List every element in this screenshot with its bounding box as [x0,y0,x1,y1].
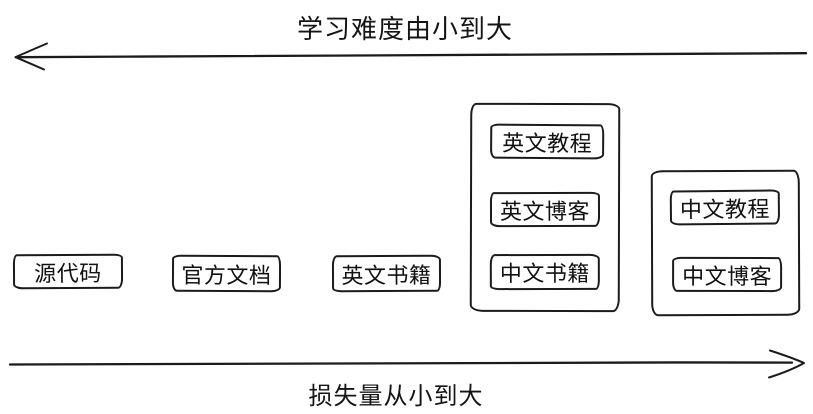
group-box-english-sources: 英文教程 英文博客 中文书籍 [469,102,621,313]
loss-arrow [8,349,805,379]
difficulty-arrow-line [14,52,808,59]
box-source-code-label: 源代码 [34,260,102,286]
box-source-code: 源代码 [12,253,124,290]
difficulty-arrowhead-icon [14,42,48,71]
box-english-blog-label: 英文博客 [499,198,591,224]
box-english-tutorial-label: 英文教程 [502,130,593,156]
box-official-docs-label: 官方文档 [181,262,272,288]
box-english-books: 英文书籍 [331,254,442,293]
loss-arrow-line [8,361,794,366]
loss-arrowhead-icon [768,349,805,379]
box-english-tutorial: 英文教程 [490,123,605,160]
box-chinese-blog: 中文博客 [672,256,783,293]
box-english-books-label: 英文书籍 [341,262,432,288]
box-official-docs: 官方文档 [171,254,282,293]
box-chinese-books: 中文书籍 [489,253,600,291]
box-english-blog: 英文博客 [489,191,601,228]
difficulty-arrow [14,42,808,71]
difficulty-axis-label: 学习难度由小到大 [296,14,513,44]
box-chinese-blog-label: 中文博客 [682,263,773,289]
box-chinese-books-label: 中文书籍 [499,260,590,287]
box-chinese-tutorial: 中文教程 [669,189,781,226]
loss-axis-label: 损失量从小到大 [308,383,484,410]
group-box-chinese-sources: 中文教程 中文博客 [650,169,801,317]
box-chinese-tutorial-label: 中文教程 [679,196,771,222]
